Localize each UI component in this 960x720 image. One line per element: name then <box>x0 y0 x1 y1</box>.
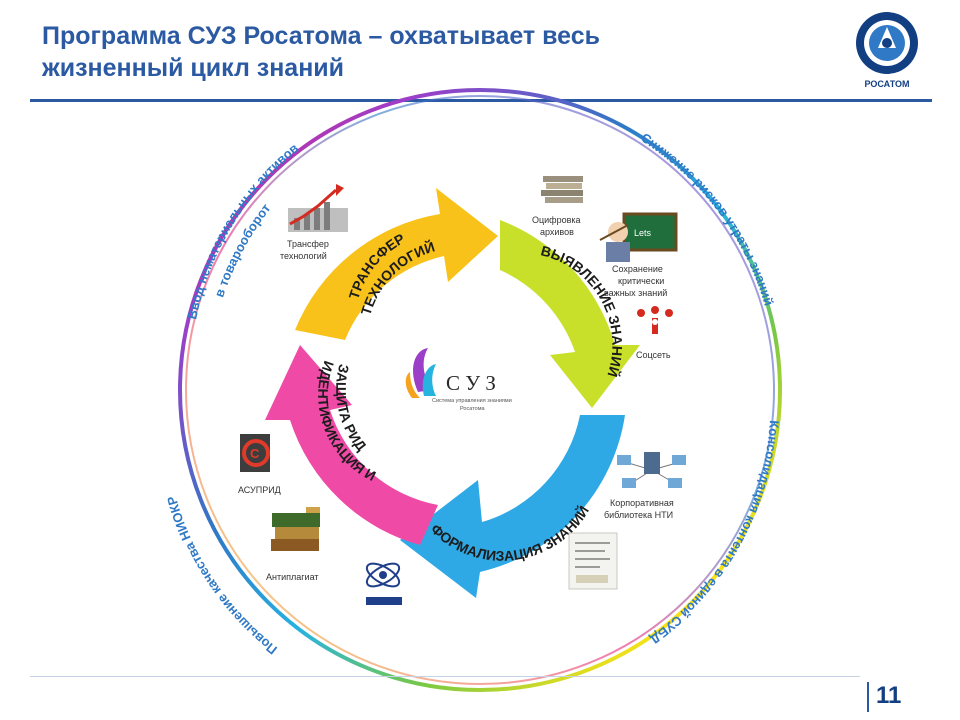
item-caption: Оцифровка <box>532 215 581 225</box>
item-caption: Соцсеть <box>636 350 671 360</box>
item-corporate-library: Корпоративная библиотека НТИ <box>604 452 686 520</box>
item-caption: Трансфер <box>287 239 329 249</box>
item-archive-digitization: Оцифровка архивов <box>532 176 583 237</box>
svg-text:C: C <box>250 446 260 461</box>
item-caption: АСУПРИД <box>238 485 281 495</box>
item-social-network: Соцсеть <box>636 306 673 360</box>
item-caption-2: технологий <box>280 251 327 261</box>
item-document <box>569 533 617 589</box>
outer-label-4: Повышение качества НИОКР <box>164 494 280 657</box>
item-caption-2: критически <box>618 276 664 286</box>
item-caption-3: важных знаний <box>604 288 667 298</box>
books-icon <box>271 507 320 551</box>
suz-subtitle-1: Система управления знаниями <box>432 398 512 404</box>
item-asuprid: C АСУПРИД <box>238 434 281 495</box>
item-caption: Антиплагиат <box>266 572 319 582</box>
item-antiplagiat: Антиплагиат <box>266 507 320 582</box>
item-caption: Сохранение <box>612 264 663 274</box>
social-network-icon <box>637 306 673 334</box>
copyright-icon: C <box>240 434 270 472</box>
suz-subtitle-2: Росатома <box>460 406 485 412</box>
outer-label-3: Консолидация контента в единой СУБД <box>647 420 782 648</box>
page-number: 11 <box>876 682 926 710</box>
footer-rule <box>30 676 860 677</box>
suz-center-logo: С У З Система управления знаниями Росато… <box>406 348 512 412</box>
rising-chart-icon <box>288 184 348 232</box>
network-computers-icon <box>617 452 686 488</box>
item-critical-knowledge: Lets Сохранение критически важных знаний <box>600 214 676 298</box>
book-stack-icon <box>541 176 583 203</box>
item-questel <box>363 559 402 605</box>
svg-text:Lets: Lets <box>634 228 652 238</box>
suz-leaf-icon-2 <box>423 364 436 396</box>
document-icon <box>569 533 617 589</box>
questel-logo-icon <box>363 559 402 605</box>
item-caption-2: библиотека НТИ <box>604 510 673 520</box>
page-number-divider <box>867 682 869 712</box>
item-caption-2: архивов <box>540 227 574 237</box>
item-caption: Корпоративная <box>610 498 674 508</box>
teacher-icon: Lets <box>600 214 676 262</box>
suz-title: С У З <box>446 371 496 395</box>
item-technology-transfer: Трансфер технологий <box>280 184 348 261</box>
